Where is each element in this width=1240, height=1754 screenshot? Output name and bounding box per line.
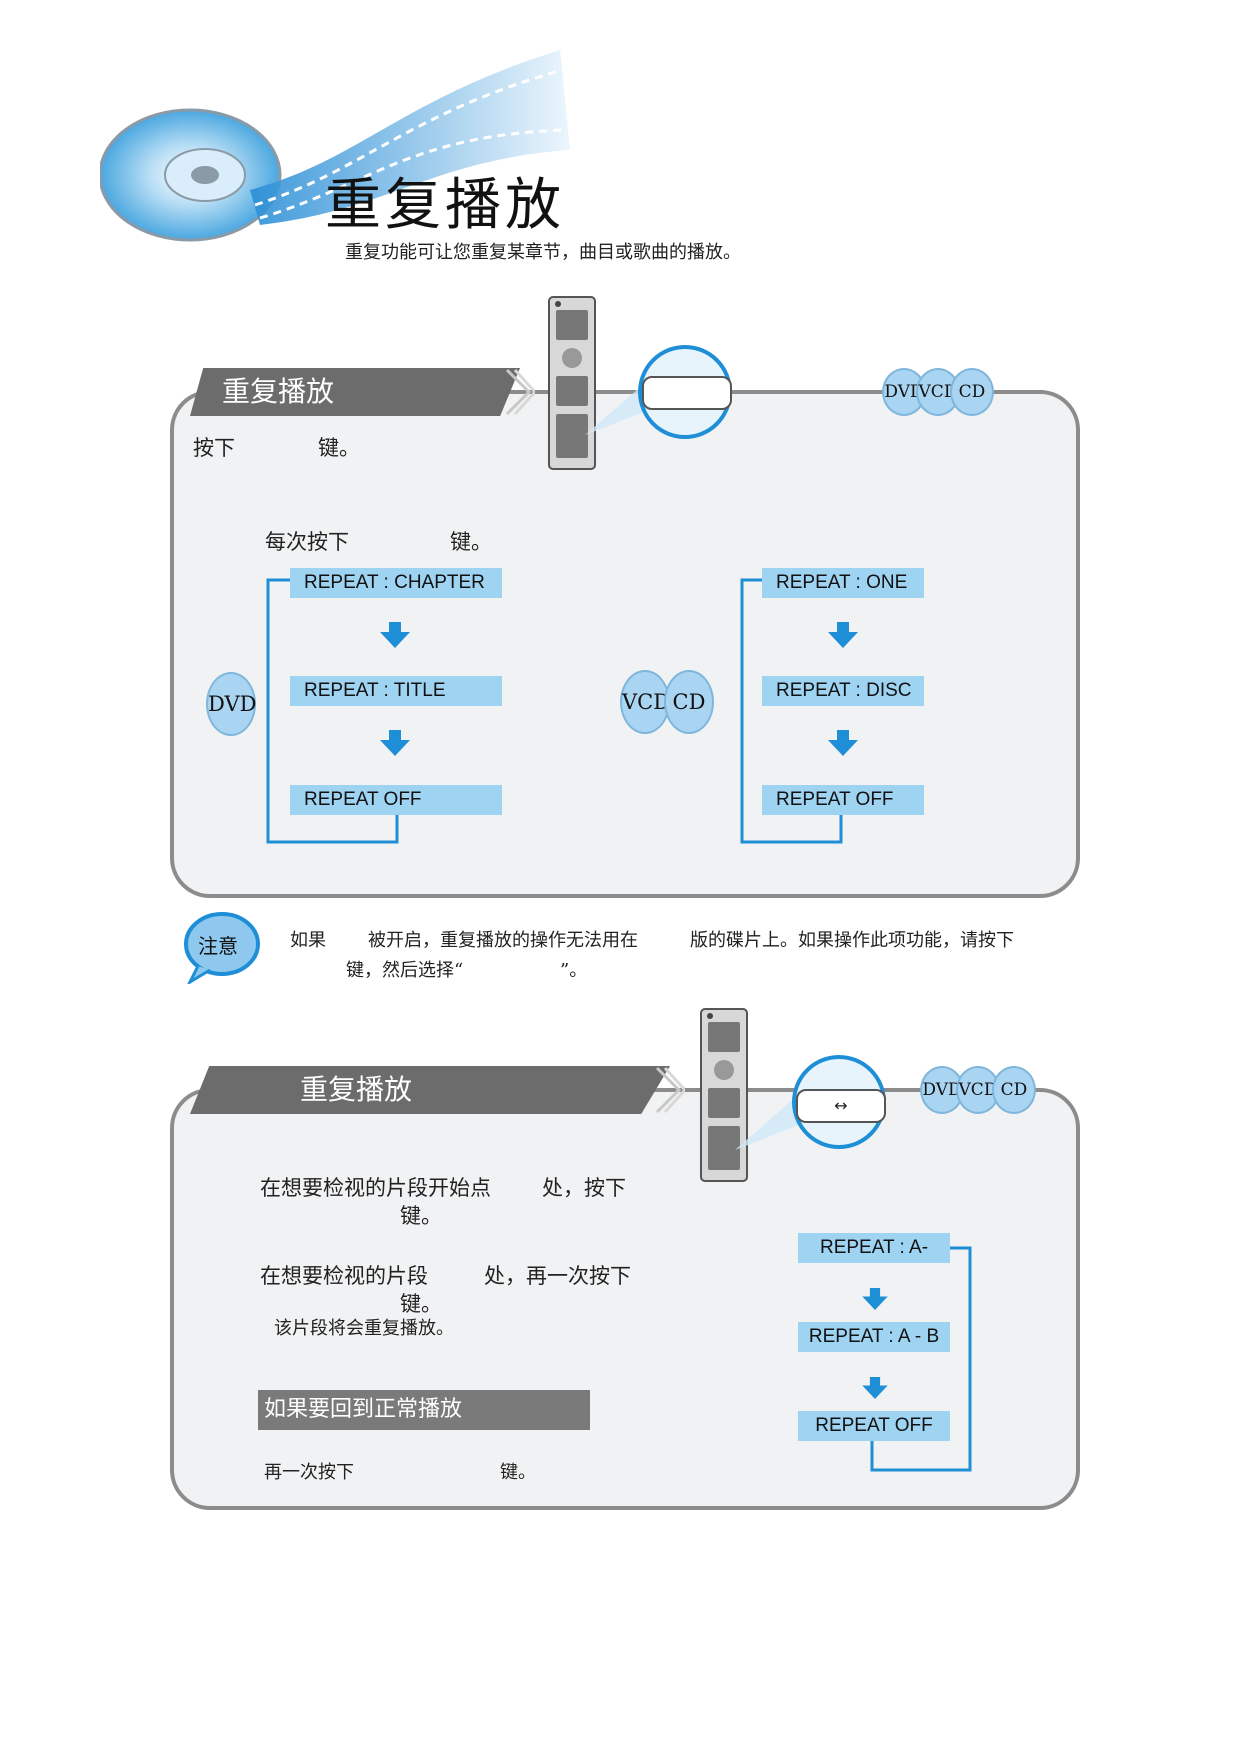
s2-line2-a: 在想要检视的片段 — [260, 1264, 428, 1288]
note-line1-b: 被开启，重复播放的操作无法用在 — [368, 930, 638, 951]
section2-tab-label: 重复播放 — [300, 1073, 413, 1106]
dvd-step-title: REPEAT : TITLE — [290, 676, 502, 706]
ab-step-ab: REPEAT : A - B — [798, 1322, 950, 1352]
step1-suffix: 键。 — [318, 436, 360, 460]
ab-step-a: REPEAT : A- — [798, 1233, 950, 1263]
arrow-down-icon — [828, 730, 858, 756]
tab-chevrons — [655, 1066, 685, 1114]
s2-line1-b: 处，按下 — [542, 1176, 626, 1200]
remote-control-icon — [548, 296, 596, 470]
dvd-label: DVD — [206, 672, 256, 736]
arrow-down-icon — [862, 1377, 888, 1399]
arrow-down-icon — [862, 1288, 888, 1310]
return-normal-bar: 如果要回到正常播放 — [258, 1390, 590, 1430]
note-line2-b: ”。 — [560, 960, 588, 981]
page-subtitle: 重复功能可让您重复某章节，曲目或歌曲的播放。 — [345, 242, 741, 263]
ab-loop — [870, 1242, 972, 1472]
vcd-label: VCD — [620, 670, 670, 734]
s2-line1-c: 键。 — [400, 1204, 442, 1228]
cd-badge: CD — [992, 1066, 1036, 1114]
vcd-step-one: REPEAT : ONE — [762, 568, 924, 598]
s2-line2-c: 键。 — [400, 1292, 442, 1316]
arrow-down-icon — [380, 730, 410, 756]
vcd-step-disc: REPEAT : DISC — [762, 676, 924, 706]
section2-tab: 重复播放 — [190, 1066, 670, 1114]
header-decoration — [100, 50, 570, 242]
s2-line1-a: 在想要检视的片段开始点 — [260, 1176, 491, 1200]
note-badge-label: 注意 — [198, 934, 238, 958]
remote-control-icon — [700, 1008, 748, 1182]
arrow-down-icon — [380, 622, 410, 648]
page-title: 重复播放 — [325, 173, 565, 238]
arrow-down-icon — [828, 622, 858, 648]
s2-line3-a: 再一次按下 — [264, 1462, 354, 1483]
repeat-button-icon[interactable] — [642, 376, 732, 410]
dvd-step-off: REPEAT OFF — [290, 785, 502, 815]
step2-suffix: 键。 — [450, 530, 492, 554]
note-badge-icon — [184, 912, 260, 984]
vcd-step-off: REPEAT OFF — [762, 785, 924, 815]
tab-chevrons — [505, 368, 535, 416]
step2-prefix: 每次按下 — [265, 530, 349, 554]
s2-line2-d: 该片段将会重复播放。 — [274, 1318, 454, 1339]
cd-badge: CD — [950, 368, 994, 416]
note-line1-c: 版的碟片上。如果操作此项功能，请按下 — [690, 930, 1014, 951]
s2-line2-b: 处，再一次按下 — [484, 1264, 631, 1288]
note-line2-a: 键，然后选择“ — [346, 960, 464, 981]
ab-repeat-button[interactable]: ↔ — [796, 1089, 886, 1123]
ab-step-off: REPEAT OFF — [798, 1411, 950, 1441]
dvd-step-chapter: REPEAT : CHAPTER — [290, 568, 502, 598]
section1-tab: 重复播放 — [190, 368, 520, 416]
note-line1-a: 如果 — [290, 930, 326, 951]
section1-tab-label: 重复播放 — [222, 375, 335, 408]
step1-prefix: 按下 — [193, 436, 235, 460]
s2-line3-b: 键。 — [500, 1462, 536, 1483]
cd-label: CD — [664, 670, 714, 734]
